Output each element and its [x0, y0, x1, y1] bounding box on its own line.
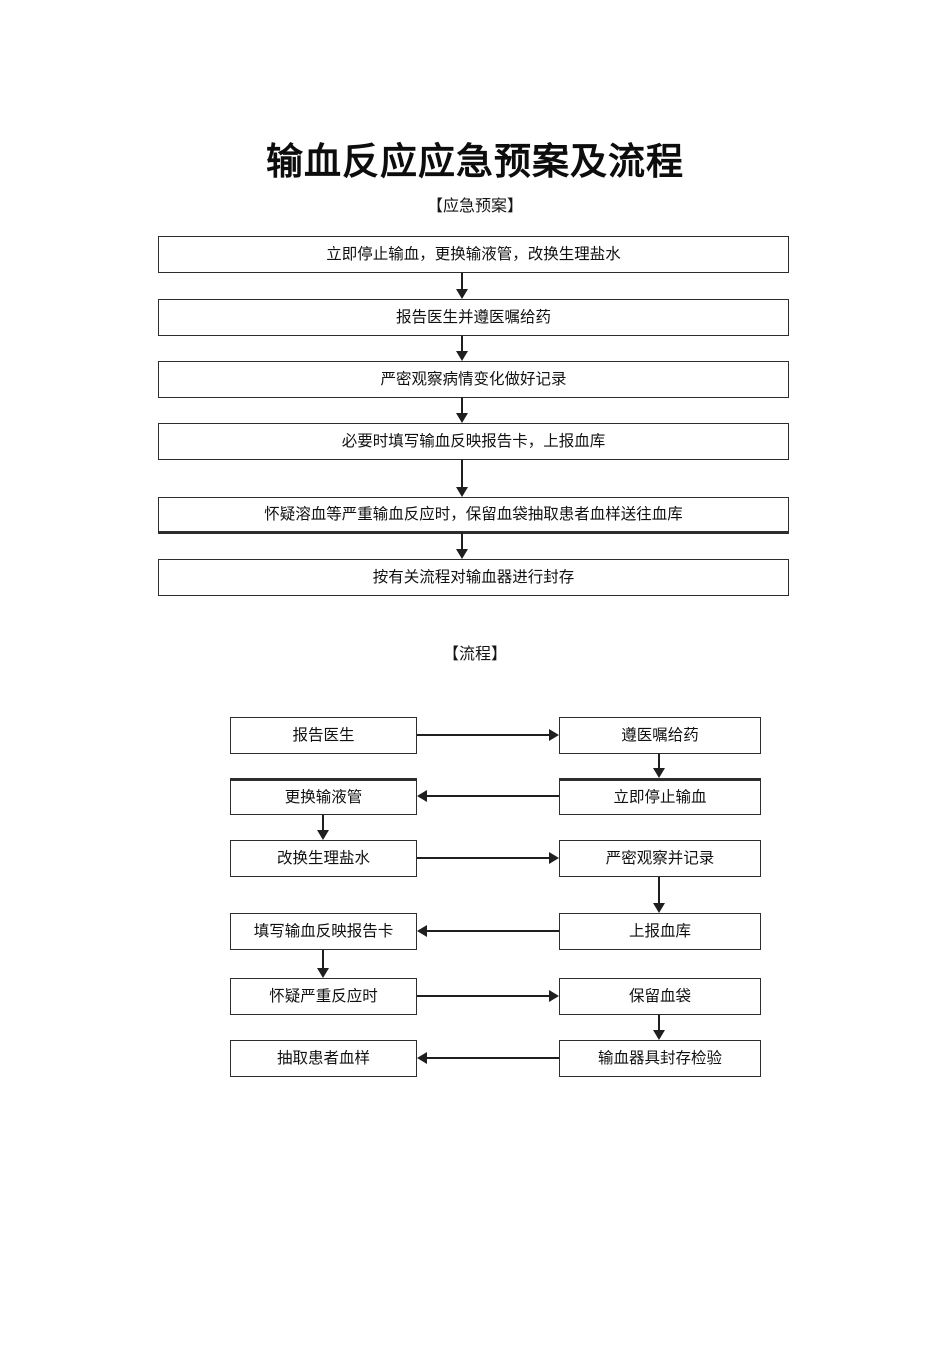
arrow-down-icon [653, 877, 665, 913]
arrow-shaft [461, 397, 463, 413]
flow-right-box-3: 严密观察并记录 [559, 840, 761, 877]
plan-step-box-3: 严密观察病情变化做好记录 [158, 361, 789, 398]
arrow-down-icon [317, 815, 329, 840]
flow-left-box-4: 填写输血反映报告卡 [230, 913, 417, 950]
arrow-left-icon [417, 925, 559, 937]
arrow-shaft [417, 857, 549, 859]
arrow-head [549, 990, 559, 1002]
arrow-shaft [461, 459, 463, 487]
arrow-head [456, 549, 468, 559]
flow-left-box-3: 改换生理盐水 [230, 840, 417, 877]
arrow-head [417, 790, 427, 802]
page-title: 输血反应应急预案及流程 [266, 139, 684, 183]
arrow-head [456, 351, 468, 361]
arrow-down-icon [456, 336, 468, 361]
arrow-left-icon [417, 1052, 559, 1064]
arrow-left-icon [417, 790, 559, 802]
arrow-head [653, 768, 665, 778]
flow-right-box-1: 遵医嘱给药 [559, 717, 761, 754]
arrow-head [653, 903, 665, 913]
arrow-shaft [427, 930, 559, 932]
arrow-shaft [658, 877, 660, 903]
plan-step-box-6: 按有关流程对输血器进行封存 [158, 559, 789, 596]
arrow-shaft [658, 1015, 660, 1030]
flow-right-box-2: 立即停止输血 [559, 778, 761, 815]
arrow-down-icon [653, 754, 665, 778]
arrow-down-icon [456, 273, 468, 299]
arrow-head [549, 852, 559, 864]
flow-left-box-5: 怀疑严重反应时 [230, 978, 417, 1015]
arrow-head [417, 925, 427, 937]
flow-right-box-6: 输血器具封存检验 [559, 1040, 761, 1077]
arrow-head [317, 968, 329, 978]
arrow-shaft [427, 795, 559, 797]
arrow-shaft [461, 336, 463, 351]
arrow-shaft [427, 1057, 559, 1059]
arrow-right-icon [417, 990, 559, 1002]
arrow-right-icon [417, 852, 559, 864]
arrow-head [456, 487, 468, 497]
arrow-head [417, 1052, 427, 1064]
arrow-head [653, 1030, 665, 1040]
section-label-process: 【流程】 [442, 644, 507, 663]
flow-right-box-4: 上报血库 [559, 913, 761, 950]
flow-right-box-5: 保留血袋 [559, 978, 761, 1015]
arrow-shaft [322, 950, 324, 968]
arrow-shaft [461, 273, 463, 289]
plan-step-box-1: 立即停止输血，更换输液管，改换生理盐水 [158, 236, 789, 273]
arrow-shaft [658, 754, 660, 768]
plan-step-box-2: 报告医生并遵医嘱给药 [158, 299, 789, 336]
plan-step-box-5: 怀疑溶血等严重输血反应时，保留血袋抽取患者血样送往血库 [158, 497, 789, 534]
arrow-head [317, 830, 329, 840]
flow-left-box-6: 抽取患者血样 [230, 1040, 417, 1077]
arrow-right-icon [417, 729, 559, 741]
section-label-emergency-plan: 【应急预案】 [426, 196, 523, 215]
arrow-down-icon [456, 459, 468, 497]
plan-step-box-4: 必要时填写输血反映报告卡，上报血库 [158, 423, 789, 460]
arrow-down-icon [317, 950, 329, 978]
arrow-head [456, 289, 468, 299]
arrow-down-icon [456, 397, 468, 423]
arrow-shaft [417, 995, 549, 997]
arrow-head [549, 729, 559, 741]
flow-left-box-2: 更换输液管 [230, 778, 417, 815]
arrow-shaft [417, 734, 549, 736]
flow-left-box-1: 报告医生 [230, 717, 417, 754]
arrow-down-icon [456, 533, 468, 559]
arrow-shaft [322, 815, 324, 830]
arrow-shaft [461, 533, 463, 549]
arrow-down-icon [653, 1015, 665, 1040]
arrow-head [456, 413, 468, 423]
